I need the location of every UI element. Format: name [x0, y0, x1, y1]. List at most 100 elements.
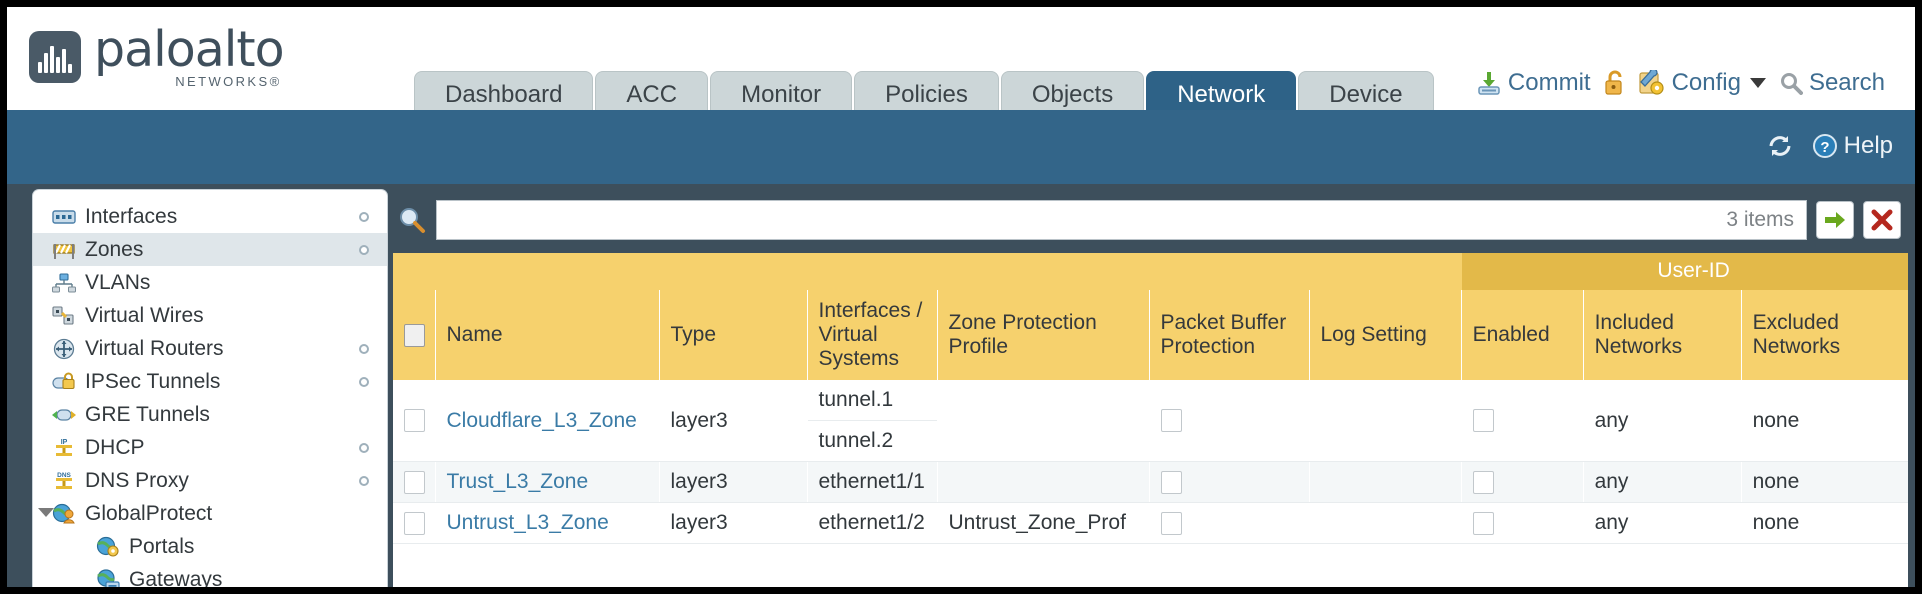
group-header-spacer [393, 253, 1462, 290]
row-select-cell[interactable] [393, 502, 436, 544]
interface-entry: tunnel.1 [807, 380, 937, 421]
sidebar-item-dns-proxy[interactable]: DNS DNS Proxy [33, 464, 387, 497]
sidebar-item-gateways[interactable]: Gateways [33, 563, 387, 587]
sidebar-item-virtual-wires[interactable]: Virtual Wires [33, 299, 387, 332]
zone-interfaces-cell: ethernet1/1 [807, 461, 938, 503]
sidebar-item-portals[interactable]: Portals [33, 530, 387, 563]
sidebar-item-ipsec-tunnels[interactable]: IPSec Tunnels [33, 365, 387, 398]
commit-label: Commit [1507, 69, 1591, 96]
column-header-packet-buffer-protection[interactable]: Packet Buffer Protection [1149, 290, 1310, 380]
clear-filter-x-icon [1871, 209, 1893, 231]
column-header-zone-protection-profile[interactable]: Zone Protection Profile [937, 290, 1150, 380]
sidebar-item-label: Virtual Wires [85, 303, 204, 327]
column-header-log-setting[interactable]: Log Setting [1309, 290, 1462, 380]
lock-button[interactable] [1604, 70, 1626, 96]
zone-type-cell: layer3 [659, 461, 808, 503]
sidebar-item-label: Virtual Routers [85, 336, 224, 360]
item-count-label: 3 items [1726, 208, 1794, 231]
status-dot [359, 476, 369, 486]
table-group-header-row: User-ID [393, 253, 1908, 290]
apply-filter-button[interactable] [1816, 201, 1854, 239]
packet-buffer-protection-cell[interactable] [1149, 461, 1310, 503]
excluded-networks-cell: none [1741, 461, 1908, 503]
zones-table-body: Cloudflare_L3_Zone layer3 tunnel.1 tunne… [393, 380, 1908, 544]
zone-protection-profile-cell [937, 380, 1150, 462]
config-menu[interactable]: Config [1638, 69, 1766, 97]
svg-text:DNS: DNS [57, 472, 71, 479]
userid-enabled-cell[interactable] [1461, 461, 1584, 503]
zone-name-cell[interactable]: Cloudflare_L3_Zone [435, 380, 660, 462]
column-header-included-networks[interactable]: Included Networks [1583, 290, 1742, 380]
zone-protection-profile-cell [937, 461, 1150, 503]
status-dot [359, 443, 369, 453]
userid-enabled-checkbox[interactable] [1472, 409, 1494, 433]
status-dot [359, 212, 369, 222]
search-magnifier-icon[interactable] [397, 205, 427, 235]
sidebar-item-zones[interactable]: Zones [33, 233, 387, 266]
userid-enabled-checkbox[interactable] [1472, 511, 1494, 535]
top-actions: Commit Config [1476, 69, 1885, 97]
row-checkbox[interactable] [404, 409, 425, 433]
column-header-name[interactable]: Name [435, 290, 660, 380]
chevron-down-icon[interactable] [1749, 78, 1766, 88]
column-header-excluded-networks[interactable]: Excluded Networks [1741, 290, 1908, 380]
select-all-checkbox[interactable] [404, 323, 425, 347]
table-row[interactable]: Cloudflare_L3_Zone layer3 tunnel.1 tunne… [393, 380, 1908, 462]
included-networks-cell: any [1583, 380, 1742, 462]
sidebar-item-label: Zones [85, 237, 144, 261]
zone-name-link[interactable]: Untrust_L3_Zone [446, 511, 609, 534]
group-header-userid: User-ID [1461, 253, 1908, 290]
globalprotect-icon [51, 503, 77, 525]
column-header-enabled[interactable]: Enabled [1461, 290, 1584, 380]
column-header-interfaces[interactable]: Interfaces / Virtual Systems [807, 290, 938, 380]
packet-buffer-protection-checkbox[interactable] [1160, 470, 1182, 494]
packet-buffer-protection-cell[interactable] [1149, 380, 1310, 462]
zone-protection-profile-cell: Untrust_Zone_Prof [937, 502, 1150, 544]
sidebar-item-globalprotect[interactable]: GlobalProtect [33, 497, 387, 530]
row-checkbox[interactable] [404, 470, 425, 494]
sidebar-item-dhcp[interactable]: IP DHCP [33, 431, 387, 464]
packet-buffer-protection-cell[interactable] [1149, 502, 1310, 544]
expander-triangle-icon[interactable] [38, 508, 54, 517]
packet-buffer-protection-checkbox[interactable] [1160, 511, 1182, 535]
search-input[interactable]: 3 items [436, 200, 1807, 240]
refresh-icon [1766, 133, 1794, 159]
help-button[interactable]: ? Help [1812, 132, 1893, 160]
sidebar-item-label: GlobalProtect [85, 501, 213, 525]
dhcp-icon: IP [51, 437, 77, 459]
userid-enabled-checkbox[interactable] [1472, 470, 1494, 494]
interfaces-icon [51, 206, 77, 228]
help-label: Help [1843, 132, 1893, 159]
row-checkbox[interactable] [404, 511, 425, 535]
search-button[interactable]: Search [1779, 69, 1885, 97]
select-all-header[interactable] [393, 290, 436, 380]
packet-buffer-protection-checkbox[interactable] [1160, 409, 1182, 433]
column-header-type[interactable]: Type [659, 290, 808, 380]
userid-enabled-cell[interactable] [1461, 502, 1584, 544]
sidebar-item-interfaces[interactable]: Interfaces [33, 200, 387, 233]
zone-name-cell[interactable]: Untrust_L3_Zone [435, 502, 660, 544]
dns-proxy-icon: DNS [51, 470, 77, 492]
commit-button[interactable]: Commit [1476, 69, 1591, 97]
table-row[interactable]: Untrust_L3_Zone layer3 ethernet1/2 Untru… [393, 502, 1908, 544]
sidebar-item-vlans[interactable]: VLANs [33, 266, 387, 299]
sidebar-item-gre-tunnels[interactable]: GRE Tunnels [33, 398, 387, 431]
table-header-row: Name Type Interfaces / Virtual Systems Z… [393, 290, 1908, 380]
refresh-button[interactable] [1766, 133, 1794, 159]
excluded-networks-cell: none [1741, 380, 1908, 462]
sidebar-item-virtual-routers[interactable]: Virtual Routers [33, 332, 387, 365]
row-select-cell[interactable] [393, 461, 436, 503]
zone-name-cell[interactable]: Trust_L3_Zone [435, 461, 660, 503]
userid-enabled-cell[interactable] [1461, 380, 1584, 462]
toolbar-right-actions: ? Help [1766, 132, 1893, 160]
page-toolbar-band: ? Help [7, 110, 1915, 184]
row-select-cell[interactable] [393, 380, 436, 462]
clear-filter-button[interactable] [1863, 201, 1901, 239]
zone-name-link[interactable]: Trust_L3_Zone [446, 470, 589, 493]
zone-name-link[interactable]: Cloudflare_L3_Zone [446, 408, 637, 432]
table-row[interactable]: Trust_L3_Zone layer3 ethernet1/1 any non… [393, 461, 1908, 503]
paloalto-logo: paloalto NETWORKS® [29, 25, 285, 88]
config-wrench-icon [1638, 70, 1666, 96]
included-networks-cell: any [1583, 461, 1742, 503]
